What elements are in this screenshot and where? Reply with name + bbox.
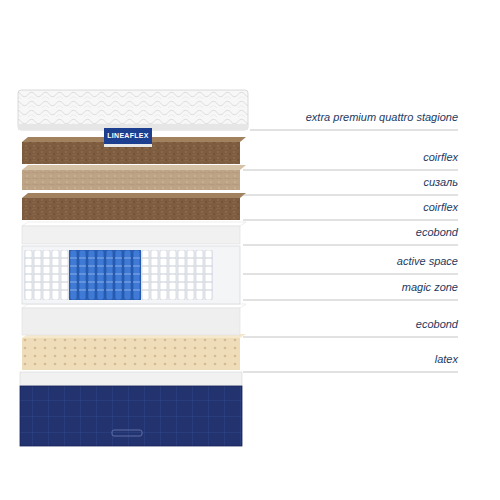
layer-name: coirflex (423, 151, 458, 164)
label-anchor: LINEAFLEX (104, 131, 152, 140)
label-anchor: active space (397, 255, 458, 268)
layer-name: magic zone (402, 281, 458, 294)
layer-name: coirflex (423, 201, 458, 214)
layer-name: сизаль (423, 176, 458, 189)
label-anchor: latex (435, 353, 458, 366)
label-anchor: ecobond (416, 226, 458, 239)
label-anchor: coirflex (423, 151, 458, 164)
label-anchor: ecobond (416, 318, 458, 331)
label-anchor: coirflex (423, 201, 458, 214)
layer-name: active space (397, 255, 458, 268)
layer-name: latex (435, 353, 458, 366)
label-anchor: extra premium quattro stagione (306, 111, 458, 124)
label-anchor: сизаль (423, 176, 458, 189)
layer-name: ecobond (416, 226, 458, 239)
label-anchor: magic zone (402, 281, 458, 294)
layer-name: extra premium quattro stagione (306, 111, 458, 124)
brand-logo: LINEAFLEX (104, 131, 152, 140)
layer-name: ecobond (416, 318, 458, 331)
